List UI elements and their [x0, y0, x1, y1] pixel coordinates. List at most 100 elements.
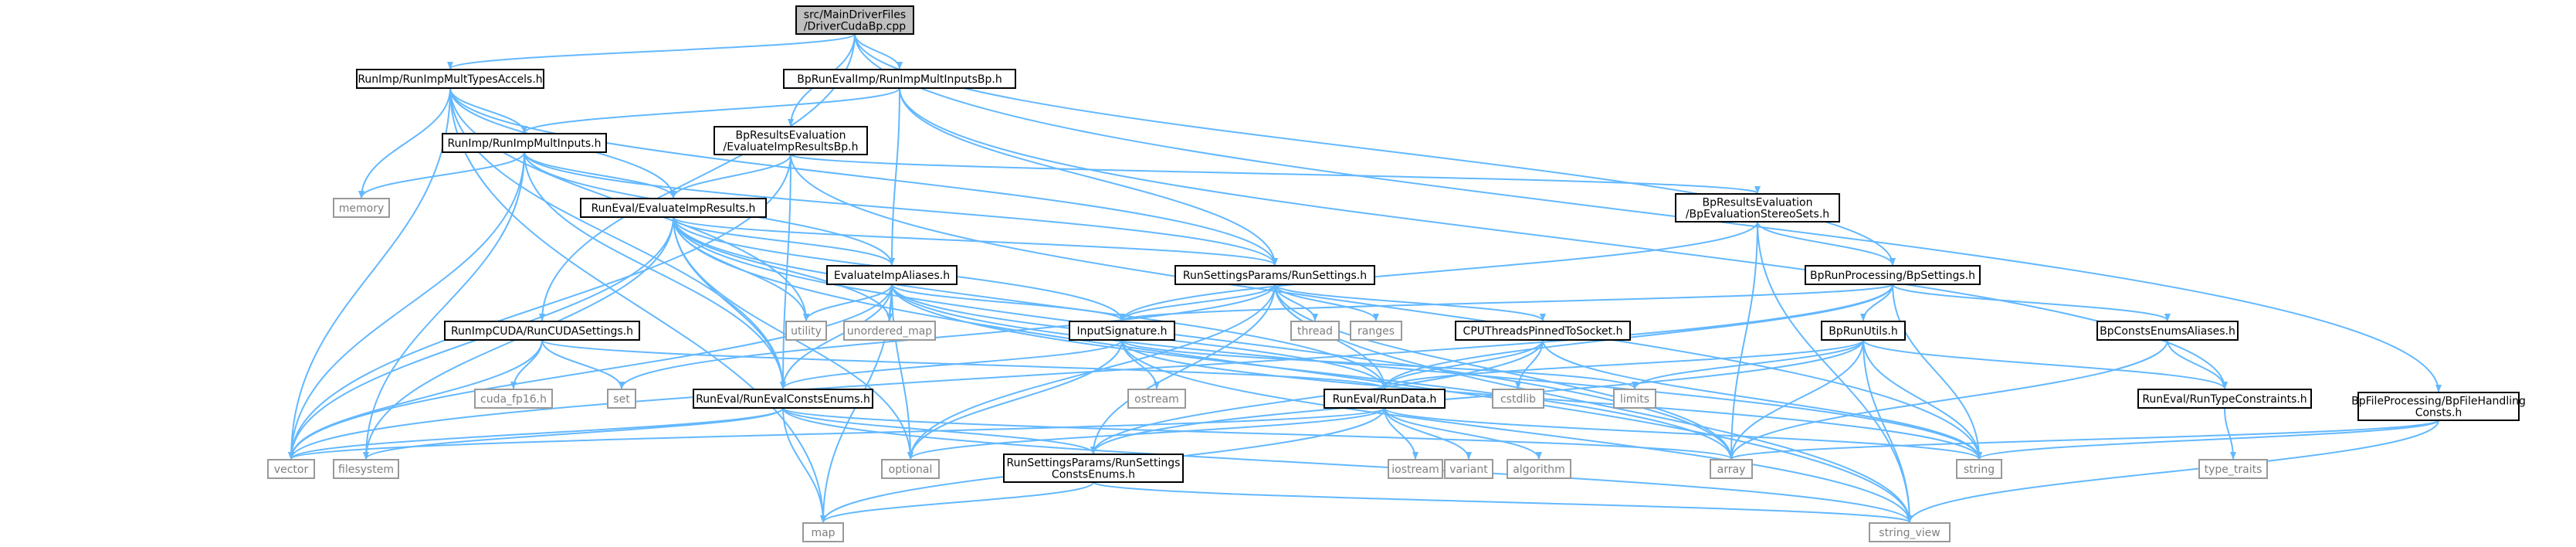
- edge-runevalconstsenums-to-string_view: [782, 407, 1913, 523]
- node-label-bpevalstereo: BpResultsEvaluation: [1703, 197, 1813, 209]
- edge-runimpmultinputs-to-runevalimpresults: [524, 151, 676, 199]
- edge-runimpmulttypes-to-vector: [288, 87, 451, 460]
- node-label-string: string: [1964, 464, 1995, 476]
- edge-runevalconstsenums-to-filesystem: [363, 407, 784, 460]
- node-runimpmulttypes[interactable]: RunImp/RunImpMultTypesAccels.h: [356, 69, 544, 89]
- node-label-bpevalstereo: /BpEvaluationStereoSets.h: [1686, 209, 1829, 221]
- node-box-algorithm: [1507, 459, 1571, 479]
- edge-root-to-bpsettings: [854, 33, 1896, 266]
- edge-rundata-to-variant: [1384, 407, 1472, 460]
- edge-runcudasettings-to-rundata: [541, 339, 1388, 389]
- node-box-set: [607, 389, 636, 409]
- node-label-array: array: [1717, 464, 1746, 476]
- node-label-runsettingsconstsenums: RunSettingsParams/RunSettings: [1007, 457, 1181, 470]
- node-root: src/MainDriverFiles/DriverCudaBp.cpp: [795, 5, 914, 35]
- node-label-ranges: ranges: [1357, 325, 1395, 338]
- edge-bprunutils-to-array: [1728, 339, 1864, 460]
- node-label-algorithm: algorithm: [1513, 464, 1565, 476]
- node-map: map: [802, 522, 844, 542]
- node-label-thread: thread: [1297, 325, 1333, 338]
- node-label-vector: vector: [274, 464, 309, 476]
- edge-bpevalstereo-to-string_view: [1757, 221, 1913, 523]
- node-label-limits: limits: [1620, 393, 1649, 406]
- node-box-filesystem: [333, 459, 399, 479]
- edge-bprunutils-to-string_view: [1863, 339, 1913, 523]
- node-label-variant: variant: [1449, 464, 1488, 476]
- node-box-utility: [785, 321, 827, 341]
- node-inputsignature[interactable]: InputSignature.h: [1069, 321, 1175, 341]
- node-type_traits: type_traits: [2198, 459, 2268, 479]
- node-box-runsettings: [1174, 265, 1375, 285]
- node-box-array: [1710, 459, 1753, 479]
- edge-bpevalstereo-to-inputsignature: [1119, 221, 1758, 321]
- edge-runcudasettings-to-vector: [288, 339, 543, 460]
- node-label-runimpmultinputs: RunImp/RunImpMultInputs.h: [448, 138, 602, 150]
- node-bpevalstereo[interactable]: BpResultsEvaluation/BpEvaluationStereoSe…: [1675, 193, 1840, 223]
- node-label-runevalimpresults: RunEval/EvaluateImpResults.h: [591, 202, 756, 215]
- node-label-root: src/MainDriverFiles: [804, 9, 906, 22]
- node-bpsettings[interactable]: BpRunProcessing/BpSettings.h: [1805, 265, 1981, 285]
- node-cputhreads[interactable]: CPUThreadsPinnedToSocket.h: [1455, 321, 1631, 341]
- nodes-layer: src/MainDriverFiles/DriverCudaBp.cppRunI…: [267, 5, 2526, 542]
- node-string: string: [1956, 459, 2002, 479]
- node-box-optional: [881, 459, 940, 479]
- node-runsettingsconstsenums[interactable]: RunSettingsParams/RunSettingsConstsEnums…: [1003, 454, 1184, 483]
- node-box-runtypeconstraints: [2137, 389, 2312, 409]
- node-label-type_traits: type_traits: [2205, 464, 2262, 476]
- node-box-bpfileprocessing: [2357, 392, 2520, 421]
- node-algorithm: algorithm: [1507, 459, 1571, 479]
- edge-bprunutils-to-rundata: [1381, 339, 1864, 389]
- edge-bpconstsenums-to-runtypeconstraints: [2167, 339, 2228, 389]
- node-box-bprunevalimp: [783, 69, 1016, 89]
- node-box-iostream: [1388, 459, 1443, 479]
- node-cstdlib: cstdlib: [1492, 389, 1544, 409]
- edge-runimpmulttypes-to-runimpmultinputs: [449, 87, 527, 134]
- node-bprunutils[interactable]: BpRunUtils.h: [1821, 321, 1906, 341]
- node-bpconstsenums[interactable]: BpConstsEnumsAliases.h: [2096, 321, 2239, 341]
- node-evalimpaliases[interactable]: EvaluateImpAliases.h: [826, 265, 958, 285]
- edge-bprunutils-to-string: [1863, 339, 1982, 460]
- edge-evalimpaliases-to-inputsignature: [891, 284, 1125, 321]
- node-label-bpresultsevalimp: /EvaluateImpResultsBp.h: [724, 141, 859, 154]
- node-label-bpsettings: BpRunProcessing/BpSettings.h: [1810, 270, 1975, 282]
- node-runevalconstsenums[interactable]: RunEval/RunEvalConstsEnums.h: [693, 389, 873, 409]
- node-unordered_map: unordered_map: [843, 321, 936, 341]
- edge-evalimpaliases-to-runevalconstsenums: [780, 284, 893, 389]
- node-box-bpresultsevalimp: [713, 126, 868, 155]
- node-label-map: map: [811, 527, 835, 539]
- node-box-cuda_fp16: [474, 389, 553, 409]
- node-limits: limits: [1613, 389, 1656, 409]
- node-bpresultsevalimp[interactable]: BpResultsEvaluation/EvaluateImpResultsBp…: [713, 126, 868, 155]
- node-box-thread: [1290, 321, 1340, 341]
- node-rundata[interactable]: RunEval/RunData.h: [1324, 389, 1446, 409]
- edge-inputsignature-to-limits: [1121, 339, 1638, 389]
- node-label-runimpmulttypes: RunImp/RunImpMultTypesAccels.h: [358, 73, 542, 86]
- node-box-unordered_map: [843, 321, 936, 341]
- node-label-runevalconstsenums: RunEval/RunEvalConstsEnums.h: [696, 393, 870, 406]
- edge-cputhreads-to-cstdlib: [1515, 339, 1544, 389]
- node-label-bpconstsenums: BpConstsEnumsAliases.h: [2100, 325, 2235, 338]
- edge-bprunutils-to-limits: [1632, 339, 1864, 389]
- edge-inputsignature-to-runevalconstsenums: [780, 339, 1123, 389]
- node-utility: utility: [785, 321, 827, 341]
- node-runevalimpresults[interactable]: RunEval/EvaluateImpResults.h: [580, 198, 767, 218]
- edge-cputhreads-to-string: [1542, 339, 1982, 460]
- node-bprunevalimp[interactable]: BpRunEvalImp/RunImpMultInputsBp.h: [783, 69, 1016, 89]
- node-runtypeconstraints[interactable]: RunEval/RunTypeConstraints.h: [2137, 389, 2312, 409]
- edge-runevalconstsenums-to-map: [782, 407, 826, 523]
- node-runsettings[interactable]: RunSettingsParams/RunSettings.h: [1174, 265, 1375, 285]
- edge-runtypeconstraints-to-type_traits: [2224, 407, 2236, 460]
- node-cuda_fp16: cuda_fp16.h: [474, 389, 553, 409]
- edge-inputsignature-to-string_view: [1121, 339, 1913, 523]
- node-runimpmultinputs[interactable]: RunImp/RunImpMultInputs.h: [442, 133, 607, 153]
- edge-bpsettings-to-inputsignature: [1119, 284, 1893, 321]
- edge-runsettings-to-set: [619, 284, 1276, 389]
- node-box-vector: [267, 459, 315, 479]
- edge-runevalimpresults-to-runevalconstsenums: [673, 216, 786, 389]
- node-label-cuda_fp16: cuda_fp16.h: [480, 393, 547, 406]
- node-box-string: [1956, 459, 2002, 479]
- node-runcudasettings[interactable]: RunImpCUDA/RunCUDASettings.h: [444, 321, 640, 341]
- node-label-memory: memory: [339, 202, 385, 215]
